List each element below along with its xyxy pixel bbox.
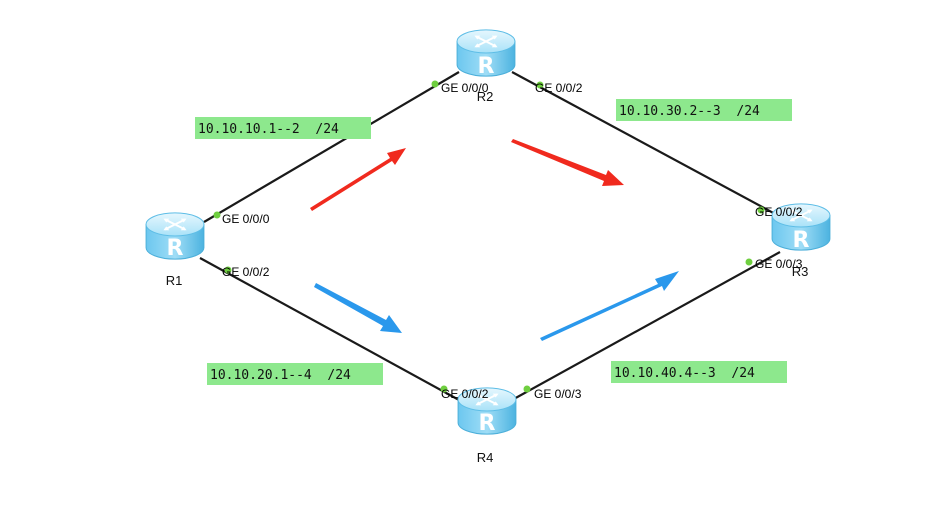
port-label-r1-ge002: GE 0/0/2 bbox=[222, 265, 270, 279]
router-r2[interactable]: R R2 bbox=[456, 28, 516, 104]
subnet-text-r4-r3: 10.10.40.4--3 /24 bbox=[614, 366, 755, 381]
red-flow-arrow-r2-r3 bbox=[511, 139, 624, 186]
router-letter: R bbox=[478, 54, 495, 79]
subnet-text-r1-r2: 10.10.10.1--2 /24 bbox=[198, 122, 339, 137]
port-label-r4-ge002: GE 0/0/2 bbox=[441, 387, 489, 401]
port-dot-r1-ge000 bbox=[213, 211, 221, 219]
router-name-r1: R1 bbox=[166, 273, 183, 288]
subnet-label-r1-r4: 10.10.20.1--4 /24 bbox=[207, 363, 383, 385]
red-flow-arrow-r1-r2 bbox=[310, 148, 406, 211]
port-dot-r4-ge002 bbox=[440, 385, 448, 393]
link-r2-r3 bbox=[511, 71, 791, 223]
blue-flow-arrow-r4-r3 bbox=[540, 271, 679, 341]
blue-flow-arrow-r1-r4 bbox=[314, 283, 402, 333]
port-dots bbox=[213, 80, 765, 393]
port-dot-r3-ge003 bbox=[745, 258, 753, 266]
subnet-label-r2-r3: 10.10.30.2--3 /24 bbox=[616, 99, 792, 121]
router-name-r3: R3 bbox=[792, 264, 809, 279]
subnet-label-r4-r3: 10.10.40.4--3 /24 bbox=[611, 361, 787, 383]
port-label-r2-ge002: GE 0/0/2 bbox=[535, 81, 583, 95]
link-r4-r3 bbox=[511, 251, 781, 401]
port-label-r3-ge002: GE 0/0/2 bbox=[755, 205, 803, 219]
link-r1-r4 bbox=[199, 257, 460, 401]
subnet-text-r1-r4: 10.10.20.1--4 /24 bbox=[210, 368, 351, 383]
router-name-r4: R4 bbox=[477, 450, 494, 465]
port-dot-r3-ge002 bbox=[757, 206, 765, 214]
router-r1[interactable]: R R1 bbox=[145, 211, 205, 288]
subnet-text-r2-r3: 10.10.30.2--3 /24 bbox=[619, 104, 760, 119]
port-dot-r2-ge002 bbox=[536, 81, 544, 89]
subnet-label-r1-r2: 10.10.10.1--2 /24 bbox=[195, 117, 371, 139]
router-r3[interactable]: R R3 bbox=[771, 202, 831, 279]
port-label-r4-ge003: GE 0/0/3 bbox=[534, 387, 582, 401]
port-dot-r1-ge002 bbox=[224, 266, 232, 274]
router-letter: R bbox=[793, 228, 810, 253]
router-name-r2: R2 bbox=[477, 89, 494, 104]
router-letter: R bbox=[167, 236, 184, 261]
port-label-r3-ge003: GE 0/0/3 bbox=[755, 257, 803, 271]
port-dot-r4-ge003 bbox=[523, 385, 531, 393]
port-dot-r2-ge000 bbox=[431, 80, 439, 88]
router-letter: R bbox=[479, 411, 496, 436]
link-r1-r2 bbox=[203, 71, 460, 223]
port-label-r2-ge000: GE 0/0/0 bbox=[441, 81, 489, 95]
links bbox=[199, 71, 791, 401]
port-label-r1-ge000: GE 0/0/0 bbox=[222, 212, 270, 226]
router-r4[interactable]: R R4 bbox=[457, 386, 517, 465]
